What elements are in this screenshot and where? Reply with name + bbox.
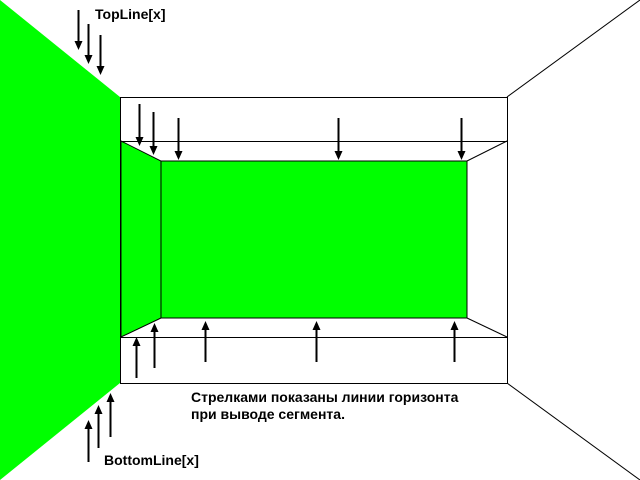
arrowhead-icon	[135, 137, 144, 146]
horizon-arrows	[74, 10, 466, 462]
arrowhead-icon	[132, 337, 141, 346]
arrowhead-icon	[84, 420, 93, 429]
arrowhead-icon	[201, 321, 210, 330]
arrowhead-icon	[74, 41, 83, 50]
caption-line-2: при выводе сегмента.	[191, 406, 345, 422]
arrowhead-icon	[96, 66, 105, 75]
right-top-diagonal-outer	[506, 0, 640, 98]
left-wall-far	[120, 140, 162, 338]
arrowhead-icon	[150, 323, 159, 332]
arrowhead-icon	[334, 151, 343, 160]
arrowhead-icon	[106, 393, 115, 402]
topline-label: TopLine[x]	[95, 6, 166, 22]
arrowhead-icon	[94, 405, 103, 414]
arrowhead-icon	[450, 321, 459, 330]
right-top-diagonal-inner	[466, 140, 508, 162]
arrowhead-icon	[457, 151, 466, 160]
arrowhead-icon	[312, 321, 321, 330]
caption-line-1: Стрелками показаны линии горизонта	[191, 389, 459, 405]
right-bottom-diagonal-inner	[466, 317, 508, 338]
bottomline-label: BottomLine[x]	[104, 452, 199, 468]
arrowhead-icon	[149, 146, 158, 155]
outer-frame	[120, 97, 508, 384]
left-wall-near	[0, 0, 120, 480]
back-wall	[160, 160, 468, 319]
arrowhead-icon	[174, 151, 183, 160]
arrowhead-icon	[84, 55, 93, 64]
right-bottom-diagonal-outer	[506, 382, 640, 480]
